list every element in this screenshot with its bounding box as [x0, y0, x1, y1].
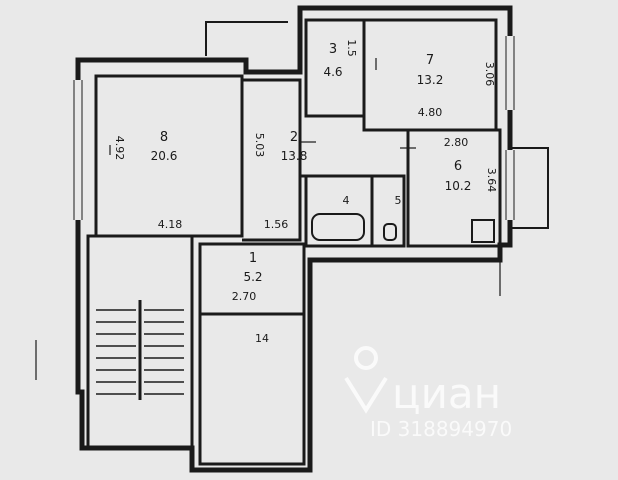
dim-bath: 4 — [343, 194, 350, 207]
dim-corridor: 14 — [255, 332, 269, 345]
dimension-labels: 4.92 4.18 5.03 1.56 1.5 4.80 3.06 2.80 3… — [113, 39, 498, 345]
room-1-number: 1 — [249, 251, 257, 266]
room-6-number: 6 — [454, 159, 462, 174]
watermark-id: ID 318894970 — [370, 417, 512, 441]
room-2-area: 13.8 — [281, 149, 308, 163]
dim-room6-width: 2.80 — [444, 136, 469, 149]
room-8-number: 8 — [160, 130, 168, 145]
cian-logo-icon — [344, 346, 388, 414]
room-3-area: 4.6 — [323, 65, 342, 79]
dim-wc: 5 — [395, 194, 402, 207]
room-6-area: 10.2 — [445, 179, 472, 193]
watermark-brand: циан — [392, 369, 501, 418]
room-7-number: 7 — [426, 53, 434, 68]
dim-room2-width: 1.56 — [264, 218, 289, 231]
dim-room3-width: 1.5 — [345, 39, 358, 57]
dim-room2-height: 5.03 — [253, 133, 266, 158]
dim-room8-width: 4.18 — [158, 218, 183, 231]
room-8-area: 20.6 — [151, 149, 178, 163]
walls — [35, 5, 549, 473]
dim-room1-width: 2.70 — [232, 290, 257, 303]
watermark: циан ID 318894970 — [344, 346, 512, 441]
room-3-number: 3 — [329, 42, 337, 57]
dim-room7-width: 4.80 — [418, 106, 443, 119]
dim-room7-height: 3.06 — [483, 62, 496, 87]
dim-room8-height: 4.92 — [113, 136, 126, 161]
room-7-area: 13.2 — [417, 73, 444, 87]
room-labels: 8 20.6 2 13.8 3 4.6 7 13.2 6 10.2 1 5.2 — [151, 42, 472, 284]
room-1-area: 5.2 — [243, 270, 262, 284]
dim-room6-height: 3.64 — [485, 168, 498, 193]
room-2-number: 2 — [290, 130, 298, 145]
